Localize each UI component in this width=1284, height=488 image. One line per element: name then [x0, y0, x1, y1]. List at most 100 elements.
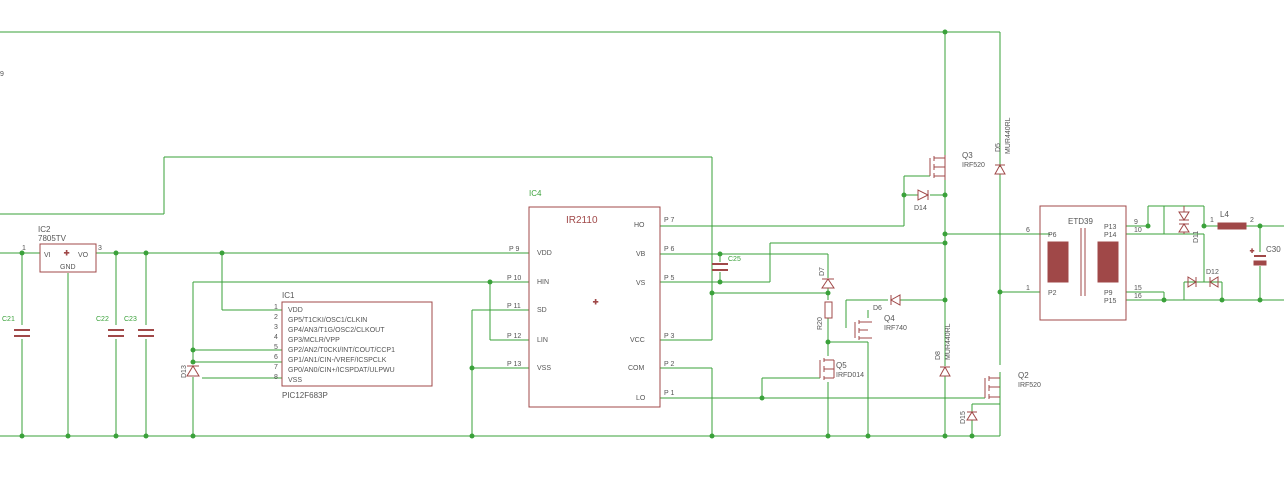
capacitor-c22[interactable]: C22	[96, 316, 124, 337]
junction-dot	[113, 250, 119, 256]
pin-label: HO	[634, 222, 645, 229]
pic-pin-label: GP3/MCLR/VPP	[288, 337, 340, 344]
pin-number: P 13	[507, 361, 521, 368]
inductor-l4[interactable]: L4 1 2	[1210, 210, 1254, 230]
diode-d14[interactable]: D14	[914, 189, 930, 212]
q2-label: Q2	[1018, 371, 1029, 380]
junction-dot	[1161, 297, 1167, 303]
ir2110-left-pins: P 9 VDD P 10 HIN P 11 SD P 12 LIN P 13 V…	[507, 246, 552, 372]
diode-d7[interactable]: D7	[819, 267, 835, 289]
diode-d12[interactable]: D12	[1187, 269, 1219, 288]
ic2-name: IC2	[38, 225, 51, 234]
junction-dot	[825, 339, 831, 345]
capacitor-c23[interactable]: C23	[124, 316, 154, 337]
etd-pin-label: P15	[1104, 298, 1117, 305]
pic-pin-number: 7	[274, 364, 278, 371]
pic-pin-label: GP1/AN1/CIN-/VREF/ICSPCLK	[288, 357, 387, 364]
resistor-r20[interactable]: R20	[817, 301, 833, 330]
junction-dot	[19, 433, 25, 439]
junction-dot	[219, 250, 225, 256]
capacitor-c30[interactable]: + C30	[1250, 245, 1281, 266]
junction-dot	[942, 297, 948, 303]
pic-pin-label: GP0/AN0/CIN+/ICSPDAT/ULPWU	[288, 367, 395, 374]
c25-label: C25	[728, 256, 741, 263]
pic12f683-ic1[interactable]: IC1 PIC12F683P VDD GP5/T1CKI/OSC1/CLKIN …	[274, 291, 433, 400]
diode-d11[interactable]: D11	[1178, 206, 1200, 243]
pic-pin-number: 2	[274, 314, 278, 321]
junction-dot	[942, 192, 948, 198]
c30-label: C30	[1266, 245, 1281, 254]
transformer-etd39[interactable]: ETD39 P6 P2 P13 P14 P9 P15 6 1 9 10 15 1…	[1026, 205, 1142, 321]
pin-label: VSS	[537, 365, 551, 372]
c30-polarity-marker: +	[1250, 248, 1254, 255]
etd-pin-number: 15	[1134, 285, 1142, 292]
junction-dot	[825, 433, 831, 439]
mosfet-q2[interactable]: Q2 IRF520	[984, 371, 1041, 399]
mosfet-q4[interactable]: Q4 IRF740	[854, 314, 907, 340]
junctions	[19, 29, 1263, 439]
pin-label: COM	[628, 365, 645, 372]
etd-pin-number: 1	[1026, 285, 1030, 292]
ic2-part: 7805TV	[38, 234, 67, 243]
q4-part: IRF740	[884, 325, 907, 332]
capacitor-c21[interactable]: C21	[2, 316, 30, 337]
diode-d5[interactable]: D5 MUR440RL	[994, 117, 1012, 175]
junction-dot	[997, 289, 1003, 295]
junction-dot	[1257, 297, 1263, 303]
pic-pin-number: 8	[274, 374, 278, 381]
pic-pin-label: GP4/AN3/T1G/OSC2/CLKOUT	[288, 327, 385, 334]
junction-dot	[865, 433, 871, 439]
d8-part: MUR440RL	[945, 323, 952, 360]
junction-dot	[1201, 223, 1207, 229]
pin-label: SD	[537, 307, 547, 314]
diode-d8[interactable]: D8 MUR440RL	[935, 323, 952, 377]
d6-label: D6	[873, 305, 882, 312]
junction-dot	[717, 279, 723, 285]
pic-pin-number: 1	[274, 304, 278, 311]
diode-d6[interactable]: D6	[873, 294, 901, 312]
ic2-regulator[interactable]: IC2 7805TV VI VO GND 1 3 +	[22, 225, 102, 273]
pin-number: P 3	[664, 333, 674, 340]
d15-label: D15	[960, 411, 967, 424]
ic4-label: IC4	[529, 189, 542, 198]
pin-number: P 7	[664, 217, 674, 224]
ic2-vi-label: VI	[44, 252, 51, 259]
d5-label: D5	[995, 143, 1002, 152]
junction-dot	[113, 433, 119, 439]
pic-pin-number: 4	[274, 334, 278, 341]
q5-part: IRFD014	[836, 372, 864, 379]
pic-pin-number: 3	[274, 324, 278, 331]
junction-dot	[717, 251, 723, 257]
junction-dot	[190, 433, 196, 439]
pin-number: P 1	[664, 390, 674, 397]
ir2110-right-pins: P 7 HO P 6 VB P 5 VS P 3 VCC P 2 COM P 1…	[628, 217, 674, 402]
etd-pin-label: P6	[1048, 232, 1057, 239]
junction-dot	[942, 29, 948, 35]
capacitor-c25[interactable]: C25	[712, 256, 741, 271]
c23-label: C23	[124, 316, 137, 323]
l4-pin1: 1	[1210, 217, 1214, 224]
pin-number: P 2	[664, 361, 674, 368]
diode-d15[interactable]: D15	[960, 411, 978, 424]
d11-label: D11	[1193, 231, 1200, 243]
d14-label: D14	[914, 205, 927, 212]
pic-pin-numbers: 1 2 3 4 5 6 7 8	[274, 304, 278, 381]
r20-label: R20	[817, 317, 824, 330]
d12-label: D12	[1206, 269, 1219, 276]
pic-pin-number: 6	[274, 354, 278, 361]
pin-label: VB	[636, 251, 646, 258]
junction-dot	[825, 290, 831, 296]
c21-label: C21	[2, 316, 15, 323]
etd-pin-number: 9	[1134, 219, 1138, 226]
diode-d13[interactable]: D13	[181, 365, 200, 378]
q3-part: IRF520	[962, 162, 985, 169]
mosfet-q5[interactable]: Q5 IRFD014	[819, 358, 864, 380]
pin-number: P 10	[507, 275, 521, 282]
ir2110-driver[interactable]: IC4 IR2110 + P 9 VDD P 10 HIN P 11 SD P …	[507, 189, 674, 408]
junction-dot	[901, 192, 907, 198]
l4-label: L4	[1220, 210, 1229, 219]
ic2-pin1: 1	[22, 245, 26, 252]
junction-dot	[65, 433, 71, 439]
pic-pin-label: VSS	[288, 377, 302, 384]
mosfet-q3[interactable]: Q3 IRF520	[929, 151, 985, 180]
